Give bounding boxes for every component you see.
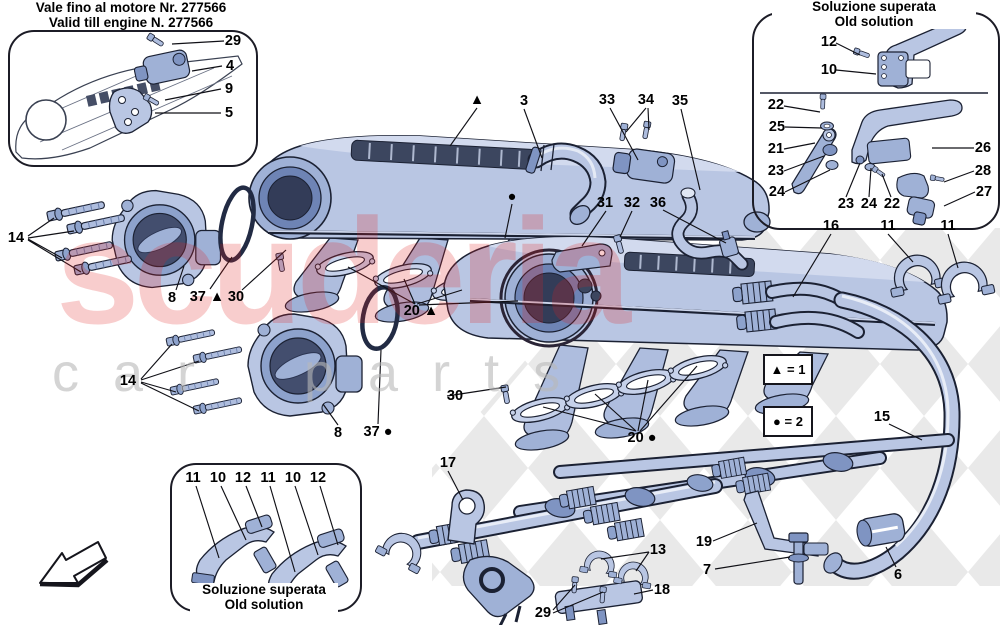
inset-bottom-left-art xyxy=(191,514,349,600)
inset-box-old-solution-top xyxy=(752,12,1000,230)
direction-arrow xyxy=(39,541,109,588)
map-sensor xyxy=(612,120,676,184)
old-bracket-26 xyxy=(851,99,963,165)
legend-dot-box: ● = 2 xyxy=(763,406,813,437)
bottom-left-box-title: Soluzione superata Old solution xyxy=(190,582,338,612)
breather-hose xyxy=(671,187,749,271)
old-sensor-27 xyxy=(906,196,936,226)
inset-box-valid-till-engine xyxy=(8,30,258,167)
bolt-7 xyxy=(788,532,809,585)
top-left-box-title-line2: Valid till engine N. 277566 xyxy=(48,14,214,30)
fuel-rail-assembly xyxy=(374,433,955,625)
legend-triangle-box: ▲ = 1 xyxy=(763,354,813,385)
pressure-sensor-4 xyxy=(133,49,191,85)
top-left-box-title: Vale fino al motore Nr. 277566 Valid til… xyxy=(18,0,244,30)
top-right-box-title: Soluzione superata Old solution xyxy=(772,0,976,29)
bolt-group-lower xyxy=(165,326,244,416)
rail-bracket-18 xyxy=(554,580,643,615)
top-left-box-title-line1: Vale fino al motore Nr. 277566 xyxy=(35,0,227,15)
grommet-6 xyxy=(856,513,906,547)
throttle-o-ring-1 xyxy=(218,185,256,263)
leader-lines xyxy=(27,40,976,614)
throttle-body-1 xyxy=(111,189,222,289)
inset-top-left-art xyxy=(15,32,243,160)
elbow-hose xyxy=(525,142,607,226)
legend-triangle-label: ▲ = 1 xyxy=(770,362,806,377)
top-right-box-title-line2: Old solution xyxy=(834,13,914,29)
throttle-body-2 xyxy=(247,313,363,417)
vapour-hoses xyxy=(731,249,996,580)
bottom-left-box-title-line2: Old solution xyxy=(224,596,304,612)
bottom-left-box-title-line1: Soluzione superata xyxy=(202,582,326,597)
top-right-box-title-line1: Soluzione superata xyxy=(812,0,936,14)
legend-dot-label: ● = 2 xyxy=(773,414,803,429)
